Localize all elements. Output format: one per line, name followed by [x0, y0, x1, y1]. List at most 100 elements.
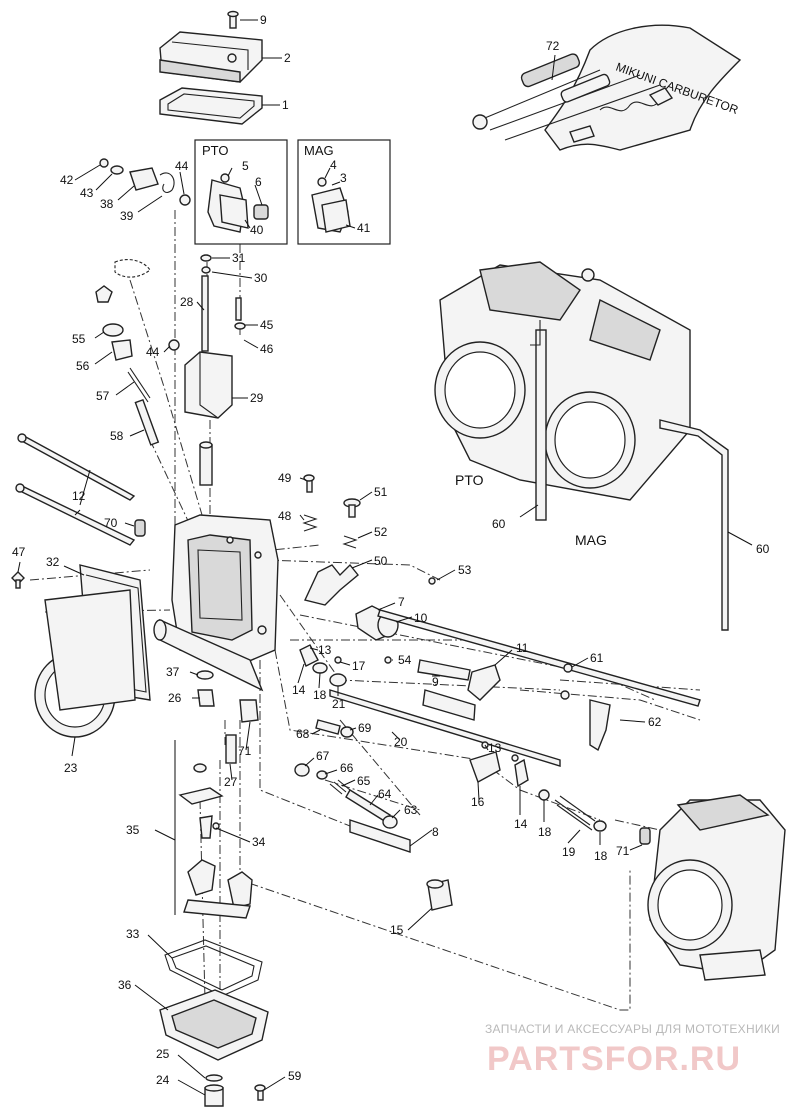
- callout-62: 62: [648, 715, 662, 729]
- callout-68: 68: [296, 727, 310, 741]
- callout-27: 27: [224, 775, 238, 789]
- callout-70: 70: [104, 516, 118, 530]
- callout-56: 56: [76, 359, 90, 373]
- twin-carburetor-assembly: PTO MAG: [434, 261, 729, 631]
- callout-48: 48: [278, 509, 292, 523]
- callout-36: 36: [118, 978, 132, 992]
- callout-49: 49: [278, 471, 292, 485]
- callout-23: 23: [64, 761, 78, 775]
- lever-spring-parts: [302, 474, 436, 641]
- mag-bracket-box: MAG: [297, 139, 391, 245]
- callout-34: 34: [252, 835, 266, 849]
- callout-16: 16: [471, 795, 485, 809]
- callout-43: 43: [80, 186, 94, 200]
- callout-leaders: [17, 19, 753, 1096]
- callout-37: 37: [166, 665, 180, 679]
- callout-55: 55: [72, 332, 86, 346]
- callout-28: 28: [180, 295, 194, 309]
- throttle-slide-assembly: [184, 254, 246, 486]
- callout-57: 57: [96, 389, 110, 403]
- callout-7: 7: [398, 595, 405, 609]
- watermark: ЗАПЧАСТИ И АКСЕССУАРЫ ДЛЯ МОТОТЕХНИКИ PA…: [485, 1022, 780, 1078]
- callout-42: 42: [60, 173, 74, 187]
- callout-58: 58: [110, 429, 124, 443]
- callout-71-left: 71: [238, 744, 252, 758]
- callout-60-left: 60: [492, 517, 506, 531]
- linkage-small-parts: [99, 158, 191, 351]
- callout-24: 24: [156, 1073, 170, 1087]
- callout-53: 53: [458, 563, 472, 577]
- callout-21: 21: [332, 697, 346, 711]
- callout-38: 38: [100, 197, 114, 211]
- callout-40: 40: [250, 223, 264, 237]
- callout-44-top: 44: [175, 159, 189, 173]
- callout-18-left: 18: [313, 688, 327, 702]
- callout-45: 45: [260, 318, 274, 332]
- callout-51: 51: [374, 485, 388, 499]
- callout-41: 41: [357, 221, 371, 235]
- callout-61: 61: [590, 651, 604, 665]
- callout-15: 15: [390, 923, 404, 937]
- callout-4: 4: [330, 158, 337, 172]
- callout-52: 52: [374, 525, 388, 539]
- callout-13-right: 13: [488, 741, 502, 755]
- callout-54: 54: [398, 653, 412, 667]
- callout-33: 33: [126, 927, 140, 941]
- top-cover-assembly: [159, 10, 263, 125]
- callout-19: 19: [562, 845, 576, 859]
- callout-17: 17: [352, 659, 366, 673]
- callout-9-top: 9: [260, 13, 267, 27]
- callout-35: 35: [126, 823, 140, 837]
- callout-25: 25: [156, 1047, 170, 1061]
- callout-1: 1: [282, 98, 289, 112]
- carburetor-body: [153, 514, 279, 692]
- callout-69: 69: [358, 721, 372, 735]
- callout-3: 3: [340, 171, 347, 185]
- callout-66: 66: [340, 761, 354, 775]
- mag-carburetor-body: [639, 794, 786, 981]
- callout-63: 63: [404, 803, 418, 817]
- callout-2: 2: [284, 51, 291, 65]
- callout-12: 12: [72, 489, 86, 503]
- pto-bracket-box: PTO: [194, 139, 288, 245]
- callout-10: 10: [414, 611, 428, 625]
- callout-50: 50: [374, 554, 388, 568]
- jet-and-screw-parts: [196, 670, 453, 911]
- callout-32: 32: [46, 555, 60, 569]
- callout-64: 64: [378, 787, 392, 801]
- callout-18-right: 18: [594, 849, 608, 863]
- callout-72: 72: [546, 39, 560, 53]
- callout-11: 11: [516, 641, 529, 655]
- callout-31: 31: [232, 251, 246, 265]
- callout-65: 65: [357, 774, 371, 788]
- intake-adaptor: [11, 564, 151, 738]
- callout-47: 47: [12, 545, 26, 559]
- callout-13-left: 13: [318, 643, 332, 657]
- callout-44-mid: 44: [146, 345, 160, 359]
- callout-71-right: 71: [616, 844, 630, 858]
- watermark-brand: PARTSFOR.RU: [487, 1040, 741, 1078]
- pto-box-label: PTO: [202, 143, 229, 158]
- callout-60-right: 60: [756, 542, 770, 556]
- callout-46: 46: [260, 342, 274, 356]
- watermark-tagline: ЗАПЧАСТИ И АКСЕССУАРЫ ДЛЯ МОТОТЕХНИКИ: [485, 1022, 780, 1036]
- callout-67: 67: [316, 749, 330, 763]
- callout-39: 39: [120, 209, 134, 223]
- throttle-shaft-parts: [299, 609, 701, 853]
- callout-29: 29: [250, 391, 264, 405]
- side-label-mag: MAG: [575, 532, 607, 548]
- callout-59: 59: [288, 1069, 302, 1083]
- callout-18-mid: 18: [538, 825, 552, 839]
- callout-14-right: 14: [514, 817, 528, 831]
- needle-valve-parts: [95, 259, 160, 446]
- mag-box-label: MAG: [304, 143, 334, 158]
- tool-kit: MIKUNI CARBURETOR: [472, 24, 742, 151]
- callout-14-left: 14: [292, 683, 306, 697]
- callout-numbers: 9 2 1 72 5 6 40 4 3 41 42 43 38 39 44 31…: [12, 13, 770, 1087]
- callout-26: 26: [168, 691, 182, 705]
- callout-6: 6: [255, 175, 262, 189]
- float-bowl-assembly: [159, 740, 269, 1107]
- side-label-pto: PTO: [455, 472, 484, 488]
- callout-30: 30: [254, 271, 268, 285]
- long-shafts: [15, 433, 146, 546]
